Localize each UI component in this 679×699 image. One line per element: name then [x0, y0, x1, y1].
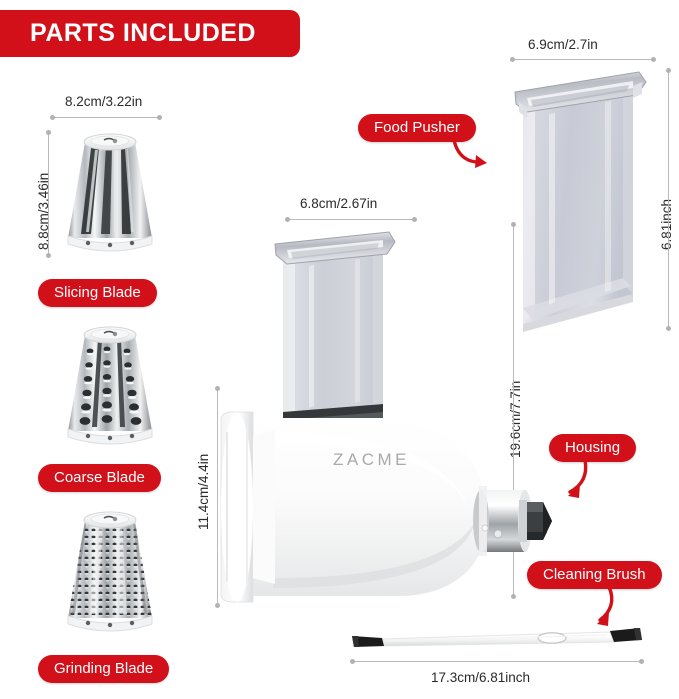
dimension-endpoint-dot — [215, 603, 220, 608]
housing-image: ZACME — [213, 222, 553, 612]
housing-hopper-width-dimension: 6.8cm/2.67in — [300, 196, 378, 211]
dimension-endpoint-dot — [285, 217, 290, 222]
dimension-endpoint-dot — [50, 115, 55, 120]
dimension-endpoint-dot — [46, 253, 51, 258]
dimension-endpoint-dot — [666, 326, 671, 331]
dimension-endpoint-dot — [511, 594, 516, 599]
cleaning-brush-image — [348, 620, 648, 660]
dimension-endpoint-dot — [350, 659, 355, 664]
dimension-endpoint-dot — [46, 130, 51, 135]
slicing-blade-height-line — [48, 132, 49, 255]
cleaning-brush-length-line — [352, 661, 642, 662]
dimension-endpoint-dot — [511, 222, 516, 227]
food-pusher-width-line — [512, 59, 654, 60]
food-pusher-width-dimension: 6.9cm/2.7in — [528, 37, 598, 52]
dimension-endpoint-dot — [666, 68, 671, 73]
grinding-blade-image — [55, 506, 165, 641]
label-coarse-blade[interactable]: Coarse Blade — [38, 464, 161, 493]
label-housing[interactable]: Housing — [549, 434, 637, 463]
dimension-endpoint-dot — [215, 386, 220, 391]
food-pusher-image — [505, 62, 660, 337]
dimension-endpoint-dot — [412, 217, 417, 222]
dimension-endpoint-dot — [157, 115, 162, 120]
cleaning-brush-arrow-icon — [581, 584, 627, 630]
housing-body-height-line — [217, 388, 218, 605]
slicing-blade-width-dimension: 8.2cm/3.22in — [65, 94, 143, 109]
banner-title: PARTS INCLUDED — [30, 19, 256, 47]
food-pusher-arrow-icon — [448, 136, 498, 172]
coarse-blade-image — [55, 321, 165, 451]
food-pusher-height-dimension: 6.81inch — [659, 198, 674, 250]
dimension-endpoint-dot — [651, 57, 656, 62]
housing-hopper-width-line — [287, 219, 415, 220]
housing-body-height-dimension: 11.4cm/4.4in — [196, 453, 211, 530]
housing-total-height-line — [513, 224, 514, 596]
food-pusher-height-line — [668, 70, 669, 328]
cleaning-brush-length-dimension: 17.3cm/6.81inch — [431, 670, 531, 685]
slicing-blade-image — [55, 128, 165, 258]
dimension-endpoint-dot — [510, 57, 515, 62]
slicing-blade-width-line — [52, 117, 160, 118]
housing-arrow-icon — [555, 456, 601, 502]
dimension-endpoint-dot — [639, 659, 644, 664]
parts-included-banner: PARTS INCLUDED — [0, 10, 300, 57]
label-grinding-blade[interactable]: Grinding Blade — [38, 655, 170, 684]
label-slicing-blade[interactable]: Slicing Blade — [38, 279, 157, 308]
label-food-pusher[interactable]: Food Pusher — [358, 114, 476, 143]
label-cleaning-brush[interactable]: Cleaning Brush — [527, 561, 662, 590]
brand-logo-text: ZACME — [333, 450, 410, 469]
